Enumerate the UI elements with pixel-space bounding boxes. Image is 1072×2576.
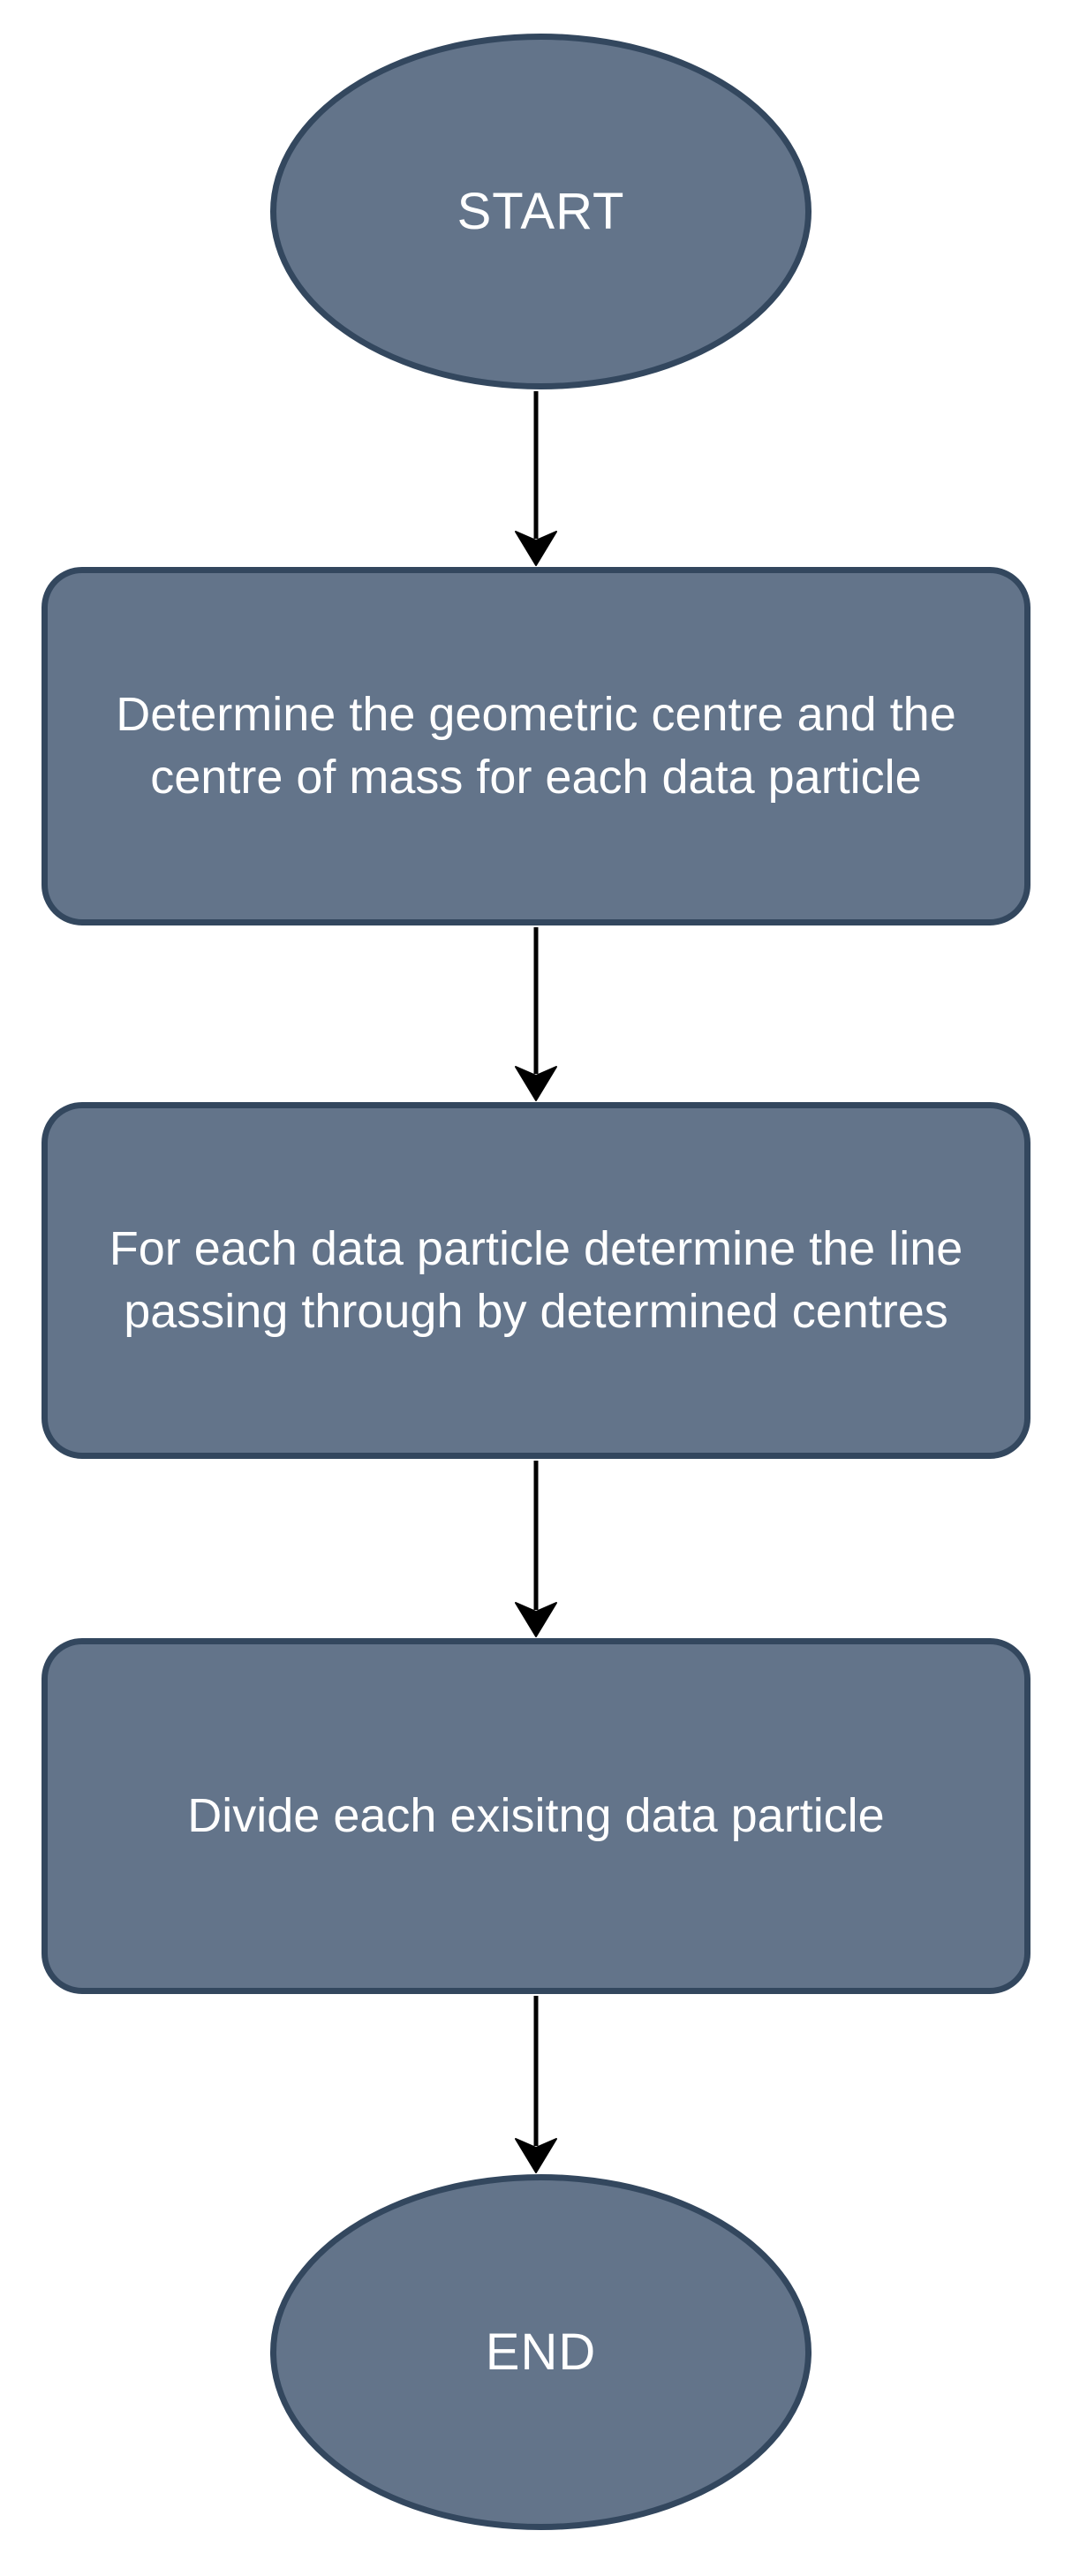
arrow-step3-to-end: [515, 1996, 557, 2173]
arrow-start-to-step1: [515, 391, 557, 566]
process-node-determine-centres: Determine the geometric centre and the c…: [42, 567, 1030, 925]
end-node-label: END: [485, 2323, 597, 2381]
process-node-label: Determine the geometric centre and the c…: [116, 687, 956, 804]
process-node-divide-particle: Divide each exisitng data particle: [42, 1638, 1030, 1994]
arrow-step1-to-step2: [515, 927, 557, 1101]
start-node-label: START: [457, 183, 625, 240]
process-node-label: For each data particle determine the lin…: [109, 1221, 963, 1338]
start-node: START: [270, 34, 812, 389]
end-node: END: [270, 2174, 812, 2530]
process-node-label: Divide each exisitng data particle: [187, 1788, 885, 1842]
arrow-step2-to-step3: [515, 1461, 557, 1637]
process-node-determine-line: For each data particle determine the lin…: [42, 1102, 1030, 1459]
